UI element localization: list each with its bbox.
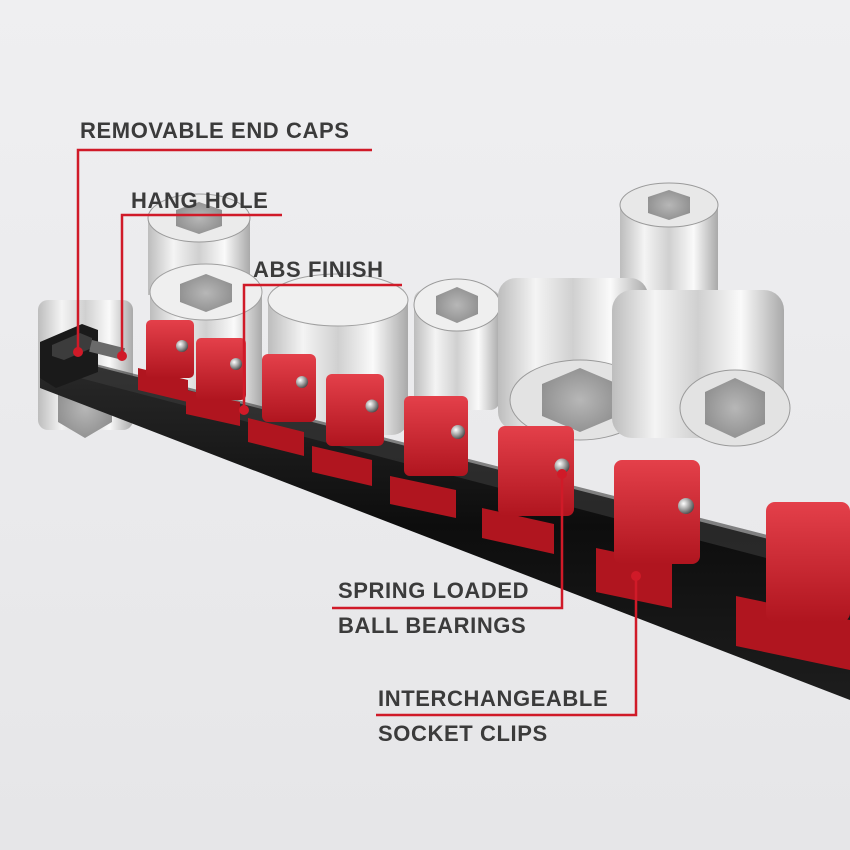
callout-socket-clips: SOCKET CLIPS: [378, 721, 548, 746]
callout-dots: [73, 347, 641, 581]
callout-dot: [117, 351, 127, 361]
callout-lines: [76, 148, 638, 717]
socket-clip: [138, 320, 194, 402]
socket-clips: [138, 320, 850, 670]
socket-clip: [186, 338, 246, 426]
leader-end-caps: [76, 148, 372, 352]
socket-clip: [736, 502, 850, 670]
leader-clips: [376, 576, 638, 717]
callout-removable-end-caps: REMOVABLE END CAPS: [80, 118, 350, 143]
socket-clip: [390, 396, 468, 518]
callout-dot: [557, 469, 567, 479]
socket-right-front: [612, 290, 791, 447]
callout-dot: [631, 571, 641, 581]
socket-center-small: [413, 278, 501, 410]
hang-hole: [89, 339, 125, 360]
callout-hang-hole: HANG HOLE: [131, 188, 269, 213]
leader-spring: [332, 474, 564, 610]
socket-clip: [482, 426, 574, 554]
leader-hang-hole: [120, 213, 282, 356]
callout-dot: [239, 405, 249, 415]
callout-dot: [73, 347, 83, 357]
leader-abs-finish: [242, 283, 402, 410]
callout-spring-loaded: SPRING LOADED: [338, 578, 530, 603]
callout-ball-bearings: BALL BEARINGS: [338, 613, 527, 638]
callout-interchangeable: INTERCHANGEABLE: [378, 686, 609, 711]
socket-clip: [312, 374, 384, 486]
callout-abs-finish: ABS FINISH: [253, 257, 384, 282]
socket-clip: [248, 354, 316, 456]
